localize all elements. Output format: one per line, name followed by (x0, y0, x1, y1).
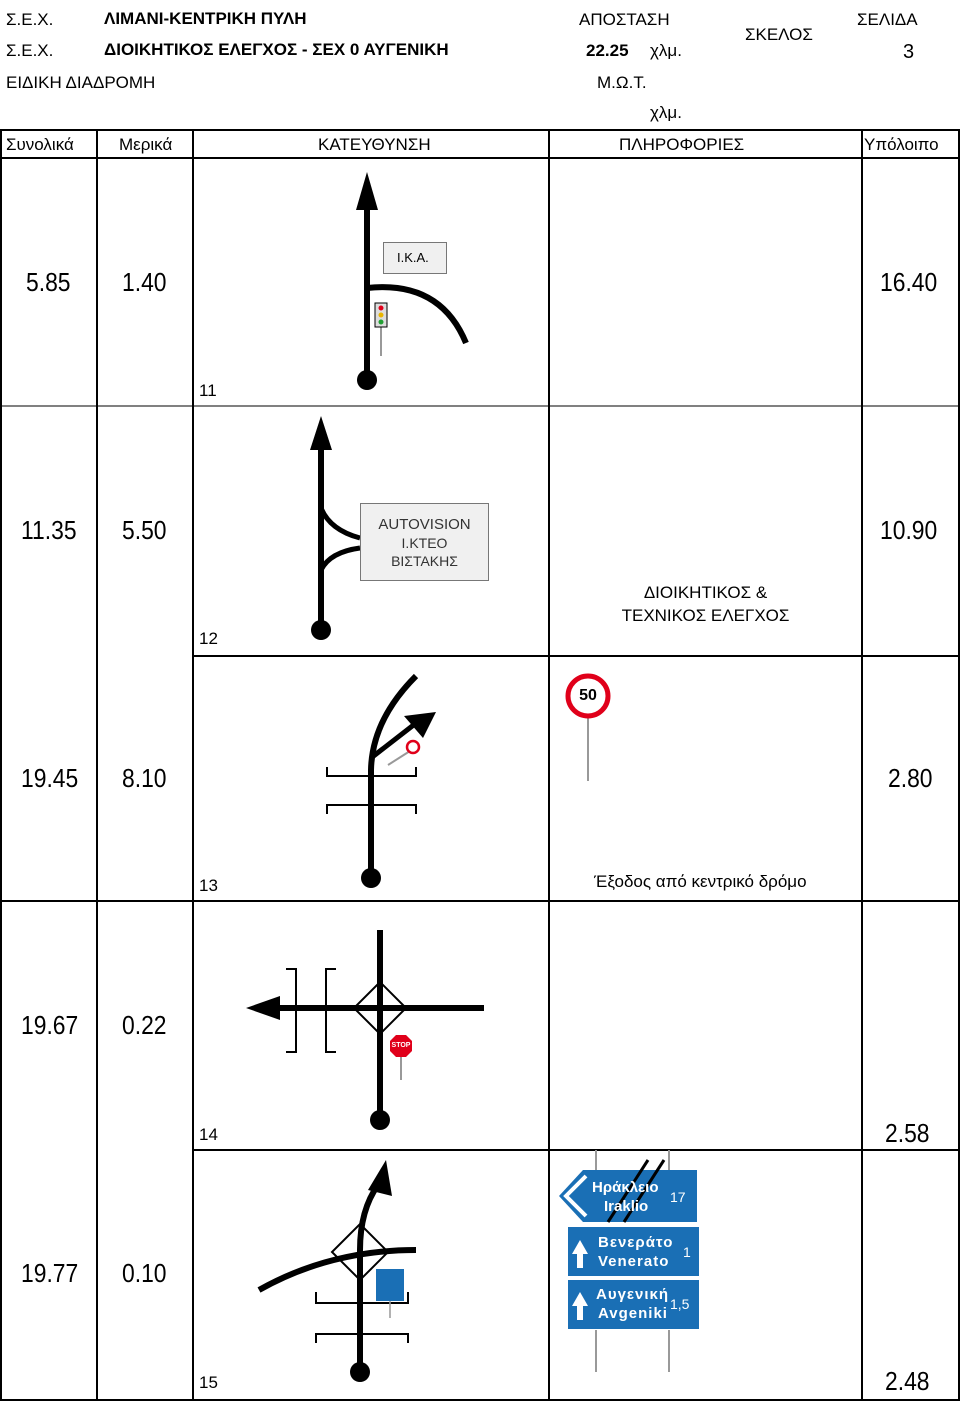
row13-total: 19.45 (21, 763, 79, 793)
header-leg-label: ΣΚΕΛΟΣ (745, 25, 813, 44)
header-distance-value: 22.25 (586, 41, 629, 60)
header-page-label: ΣΕΛΙΔΑ (857, 10, 918, 29)
row14-number: 14 (199, 1125, 218, 1144)
col-header-partial: Μερικά (119, 135, 173, 154)
row12-partial: 5.50 (122, 515, 167, 545)
header-mot-label: Μ.Ω.Τ. (597, 73, 647, 92)
row15-sign2-dist: 1 (683, 1244, 691, 1260)
row15-number: 15 (199, 1373, 218, 1392)
row15-partial: 0.10 (122, 1258, 167, 1288)
row11-partial: 1.40 (122, 267, 167, 297)
col-header-info: ΠΛΗΡΟΦΟΡΙΕΣ (619, 135, 745, 154)
row15-sign3-dist: 1,5 (670, 1296, 690, 1312)
row13-number: 13 (199, 876, 218, 895)
row11-number: 11 (199, 381, 217, 400)
row11-sign-box (383, 242, 447, 274)
row15-total: 19.77 (21, 1258, 79, 1288)
row15-sign2-line2: Venerato (598, 1253, 670, 1270)
row12-box-line1: AUTOVISION (378, 516, 471, 533)
row14-partial: 0.22 (122, 1010, 167, 1040)
col-header-total: Συνολικά (6, 135, 74, 154)
row15-remaining: 2.48 (885, 1366, 930, 1396)
row15-sign2-line1: Βενεράτο (598, 1234, 674, 1251)
row12-info-line1: ΔΙΟΙΚΗΤΙΚΟΣ & (643, 583, 768, 602)
row11-total: 5.85 (26, 267, 71, 297)
row12-info-line2: ΤΕΧΝΙΚΟΣ ΕΛΕΓΧΟΣ (621, 606, 790, 625)
row15-sign1-line2: Iraklio (604, 1198, 649, 1215)
row12-box-line3: ΒΙΣΤΑΚΗΣ (391, 553, 458, 569)
row13-partial: 8.10 (122, 763, 167, 793)
row12-sign-box (360, 503, 489, 581)
header-row3-label: ΕΙΔΙΚΗ ΔΙΑΔΡΟΜΗ (6, 73, 156, 92)
col-header-direction: ΚΑΤΕΥΘΥΝΣΗ (318, 135, 431, 154)
row15-sign1-line1: Ηράκλειο (592, 1179, 659, 1196)
header-mot-unit: χλμ. (650, 103, 682, 122)
row12-number: 12 (199, 629, 218, 648)
header-row1-code: Σ.Ε.Χ. (6, 10, 54, 29)
row12-remaining: 10.90 (880, 515, 938, 545)
row15-sign3-line2: Avgeniki (598, 1305, 668, 1322)
col-header-remaining: Υπόλοιπο (864, 135, 939, 154)
row12-total: 11.35 (21, 515, 77, 545)
row14-stop-sign: STOP (391, 1042, 411, 1049)
header-distance-label: ΑΠΟΣΤΑΣΗ (579, 10, 670, 29)
row13-remaining: 2.80 (888, 763, 933, 793)
row11-remaining: 16.40 (880, 267, 938, 297)
row14-remaining: 2.58 (885, 1118, 930, 1148)
header-row2-title: ΔΙΟΙΚΗΤΙΚΟΣ ΕΛΕΓΧΟΣ - ΣΕΧ 0 ΑΥΓΕΝΙΚΗ (104, 40, 449, 59)
header-row2-code: Σ.Ε.Χ. (6, 41, 54, 60)
header-distance-unit: χλμ. (650, 41, 682, 60)
row15-sign1-dist: 17 (670, 1189, 686, 1205)
row15-sign3-line1: Αυγενική (596, 1286, 670, 1303)
row11-sign-text: Ι.Κ.Α. (397, 250, 429, 265)
row13-speed-limit: 50 (579, 687, 597, 704)
row13-info-note: Έξοδος από κεντρικό δρόμο (594, 872, 807, 891)
row14-total: 19.67 (21, 1010, 79, 1040)
row12-box-line2: Ι.ΚΤΕΟ (401, 535, 448, 551)
header-page-number: 3 (903, 41, 915, 63)
header-row1-title: ΛΙΜΑΝΙ-ΚΕΝΤΡΙΚΗ ΠΥΛΗ (104, 9, 307, 28)
